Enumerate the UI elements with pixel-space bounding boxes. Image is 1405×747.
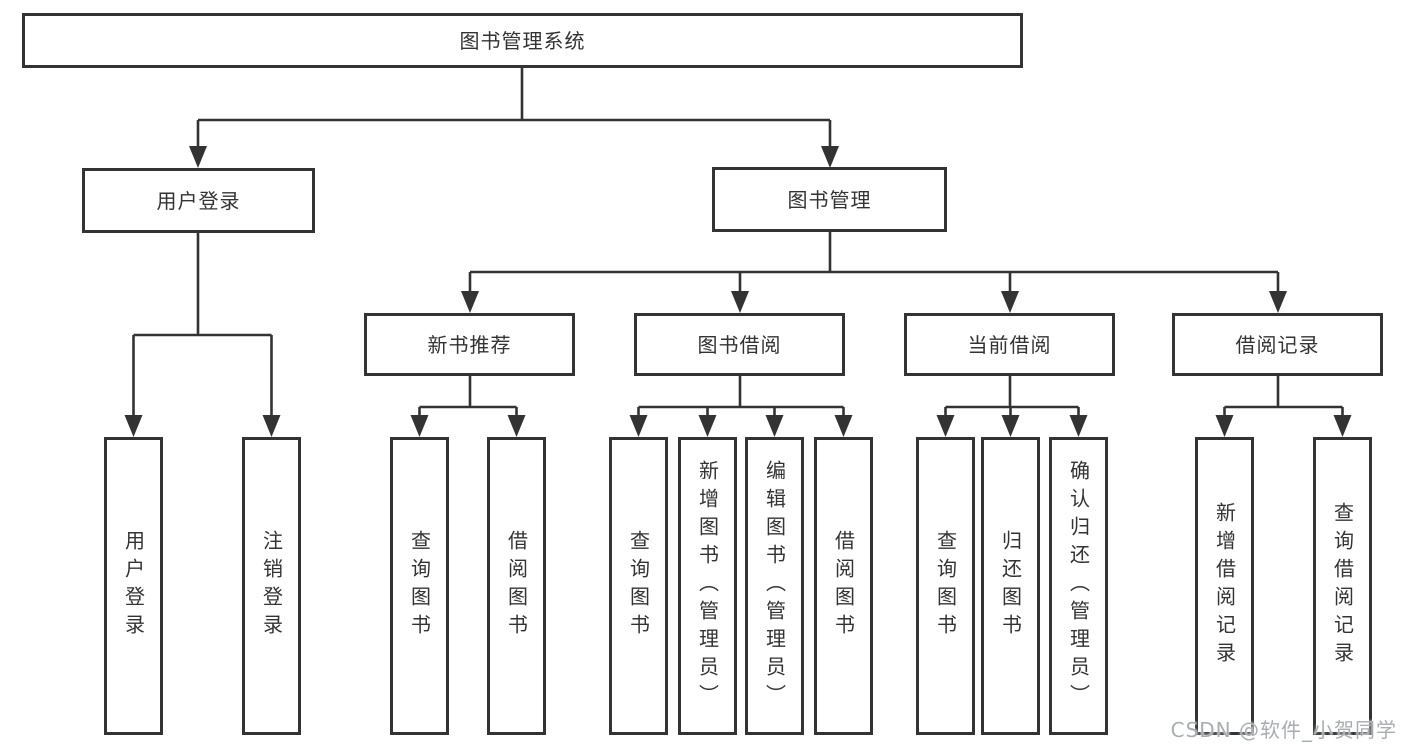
leaf-query-books-recommend: 查询图书 (390, 437, 449, 735)
leaf-add-book-admin-label: 新增图书（管理员） (695, 460, 720, 712)
leaf-return-book: 归还图书 (981, 437, 1040, 735)
leaf-confirm-return-admin-label: 确认归还（管理员） (1066, 460, 1091, 712)
node-new-book-recommend-label: 新书推荐 (427, 332, 512, 357)
node-borrow-record-label: 借阅记录 (1235, 332, 1320, 357)
connector-new-books-to-leaves (410, 376, 526, 437)
node-new-book-recommend: 新书推荐 (364, 313, 575, 376)
node-current-borrow: 当前借阅 (904, 313, 1115, 376)
leaf-add-book-admin: 新增图书（管理员） (678, 437, 737, 735)
connector-borrow-record-to-leaves (1215, 376, 1352, 437)
leaf-user-login: 用户登录 (104, 437, 163, 735)
node-book-management-label: 图书管理 (787, 187, 872, 212)
node-user-login-label: 用户登录 (156, 188, 241, 213)
leaf-confirm-return-admin: 确认归还（管理员） (1049, 437, 1108, 735)
connector-book-borrow-to-leaves (629, 376, 853, 437)
connector-user-login-to-leaves (124, 233, 281, 437)
leaf-query-books-recommend-label: 查询图书 (407, 530, 432, 642)
leaf-logout-label: 注销登录 (259, 530, 284, 642)
leaf-add-borrow-record: 新增借阅记录 (1195, 437, 1254, 735)
node-user-login: 用户登录 (82, 168, 315, 233)
node-current-borrow-label: 当前借阅 (967, 332, 1052, 357)
node-book-management: 图书管理 (712, 167, 947, 232)
leaf-return-book-label: 归还图书 (998, 530, 1023, 642)
node-root-label: 图书管理系统 (459, 28, 586, 53)
csdn-watermark: CSDN @软件_小贺同学 (1170, 718, 1397, 742)
connector-current-borrow-to-leaves (936, 376, 1088, 437)
leaf-borrow-books-recommend-label: 借阅图书 (504, 530, 529, 642)
leaf-query-books-borrow: 查询图书 (609, 437, 668, 735)
connector-book-mgmt-to-level3 (461, 232, 1287, 313)
leaf-user-login-label: 用户登录 (121, 530, 146, 642)
leaf-edit-book-admin-label: 编辑图书（管理员） (762, 460, 787, 712)
leaf-add-borrow-record-label: 新增借阅记录 (1212, 502, 1237, 670)
connector-root-to-level2 (189, 68, 839, 168)
node-book-borrow-label: 图书借阅 (697, 332, 782, 357)
leaf-logout: 注销登录 (242, 437, 301, 735)
leaf-query-books-borrow-label: 查询图书 (626, 530, 651, 642)
leaf-borrow-books-recommend: 借阅图书 (487, 437, 546, 735)
leaf-borrow-books: 借阅图书 (814, 437, 873, 735)
node-root-system: 图书管理系统 (22, 13, 1023, 68)
leaf-query-borrow-record: 查询借阅记录 (1313, 437, 1372, 735)
node-book-borrow: 图书借阅 (634, 313, 845, 376)
leaf-edit-book-admin: 编辑图书（管理员） (745, 437, 804, 735)
leaf-query-books-current: 查询图书 (916, 437, 975, 735)
leaf-query-borrow-record-label: 查询借阅记录 (1330, 502, 1355, 670)
node-borrow-record: 借阅记录 (1172, 313, 1383, 376)
leaf-borrow-books-label: 借阅图书 (831, 530, 856, 642)
leaf-query-books-current-label: 查询图书 (933, 530, 958, 642)
